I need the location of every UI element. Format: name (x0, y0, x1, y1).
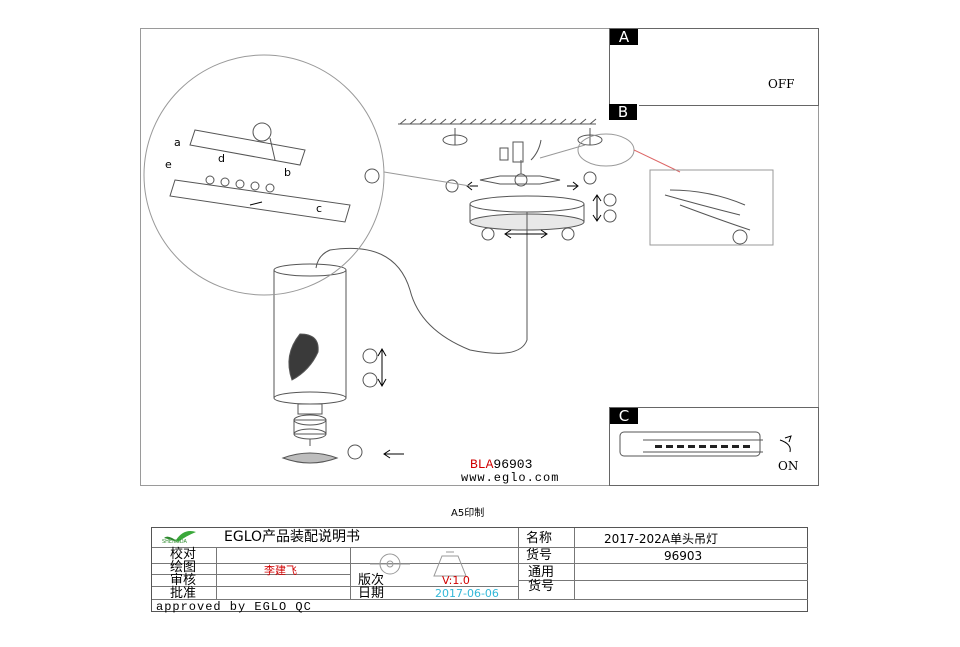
doc-title: EGLO产品装配说明书 (224, 529, 361, 545)
detail-label-c: c (316, 202, 323, 215)
panel-c: C ON (609, 407, 819, 486)
item-no-label: 货号 (526, 548, 553, 563)
approved-by: approved by EGLO QC (156, 600, 312, 614)
panel-c-state: ON (778, 459, 799, 473)
drawing-frame (140, 28, 819, 486)
switch-teeth (655, 63, 750, 448)
version-label: 版次 (358, 573, 385, 588)
detail-bubble (143, 54, 471, 296)
panel-a-tag: A (610, 29, 638, 45)
panel-c-tag: C (610, 408, 638, 424)
detail-label-d: d (218, 152, 225, 165)
detail-label-e: e (165, 158, 172, 171)
title-block: SHENGDA EGLO产品装配说明书 校对 绘图 审核 批准 李建飞 版次 V… (151, 527, 808, 614)
row-review: 审核 (170, 573, 197, 588)
product-outline (370, 551, 467, 577)
row-drawn: 绘图 (170, 560, 197, 575)
model-number: BLA96903 (470, 457, 532, 472)
lamp-shade (273, 263, 347, 405)
ceiling-screws (442, 128, 603, 146)
lamp-holder (281, 403, 339, 464)
website: www.eglo.com (461, 471, 560, 485)
panel-a-state: OFF (768, 77, 795, 91)
panel-b: B (609, 104, 639, 122)
generic-item-label: 通用货号 (528, 565, 555, 594)
mounting-bracket (479, 139, 561, 187)
switch-on-drawing (619, 431, 792, 457)
model-prefix: BLA (470, 457, 494, 472)
detail-label-b: b (284, 166, 291, 179)
detail-label-a: a (174, 136, 181, 149)
paper-size-note: A5印制 (451, 508, 485, 519)
row-proofread: 校对 (170, 547, 197, 562)
version-value: V:1.0 (442, 574, 470, 587)
panel-b-tag: B (609, 104, 637, 120)
callout-circles (347, 168, 748, 460)
name-value: 2017-202A单头吊灯 (604, 532, 718, 546)
cable (315, 232, 528, 354)
drafter-name: 李建飞 (264, 564, 297, 577)
name-label: 名称 (526, 531, 553, 546)
date-value: 2017-06-06 (435, 587, 499, 600)
leaf-logo-icon (164, 531, 196, 542)
logo-text: SHENGDA (162, 539, 187, 545)
model-digits: 96903 (493, 457, 533, 472)
row-approve: 批准 (170, 586, 197, 601)
date-label: 日期 (358, 586, 385, 601)
ceiling-hatch (398, 118, 597, 125)
canopy (469, 195, 585, 232)
wire-detail (539, 133, 774, 246)
panel-a: A OFF (609, 28, 819, 106)
item-no-value: 96903 (664, 549, 703, 563)
